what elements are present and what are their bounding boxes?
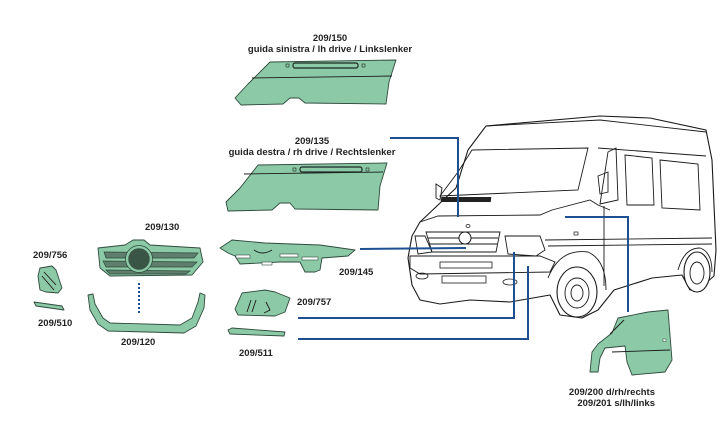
lamp-trim-strip-small-part[interactable]	[33, 301, 65, 311]
bonnet-lh-drive-part[interactable]	[234, 59, 397, 106]
lamp-trim-strip-part[interactable]	[227, 327, 286, 337]
label-209-756: 209/756	[33, 250, 68, 261]
front-panel-carrier-part[interactable]	[219, 239, 356, 273]
leader-bonnet	[390, 137, 459, 217]
leader-strip	[298, 266, 529, 340]
part-description: guida destra / rh drive / Rechtslenker	[228, 147, 396, 158]
part-code: 209/135	[294, 136, 330, 147]
label-209-150: 209/150 guida sinistra / lh drive / Link…	[244, 33, 416, 55]
label-209-130: 209/130	[145, 222, 180, 233]
leader-wing	[565, 216, 629, 312]
part-code-alt: 209/201 s/lh/links	[577, 398, 655, 409]
part-code: 209/200 d/rh/rechts	[568, 387, 655, 398]
label-209-510: 209/510	[38, 318, 73, 329]
front-wing-fender-part[interactable]	[589, 309, 673, 376]
leader-carrier	[359, 247, 467, 250]
van-illustration	[407, 115, 717, 319]
label-209-200-201: 209/200 d/rh/rechts 209/201 s/lh/links	[545, 387, 655, 409]
label-209-120: 209/120	[121, 337, 156, 348]
label-209-757: 209/757	[297, 297, 332, 308]
leader-headlamp	[298, 252, 515, 319]
label-209-511: 209/511	[239, 348, 273, 359]
label-209-145: 209/145	[339, 267, 374, 278]
part-code: 209/150	[312, 33, 348, 44]
radiator-grille-part[interactable]	[97, 239, 204, 277]
headlamp-frame-small-part[interactable]	[37, 265, 63, 294]
bonnet-rh-drive-part[interactable]	[225, 162, 388, 212]
headlamp-frame-part[interactable]	[234, 289, 291, 317]
grille-surround-trim-part[interactable]	[87, 292, 206, 334]
leader-lines	[298, 137, 629, 340]
label-209-135: 209/135 guida destra / rh drive / Rechts…	[226, 136, 398, 158]
part-description: guida sinistra / lh drive / Linkslenker	[247, 44, 413, 55]
